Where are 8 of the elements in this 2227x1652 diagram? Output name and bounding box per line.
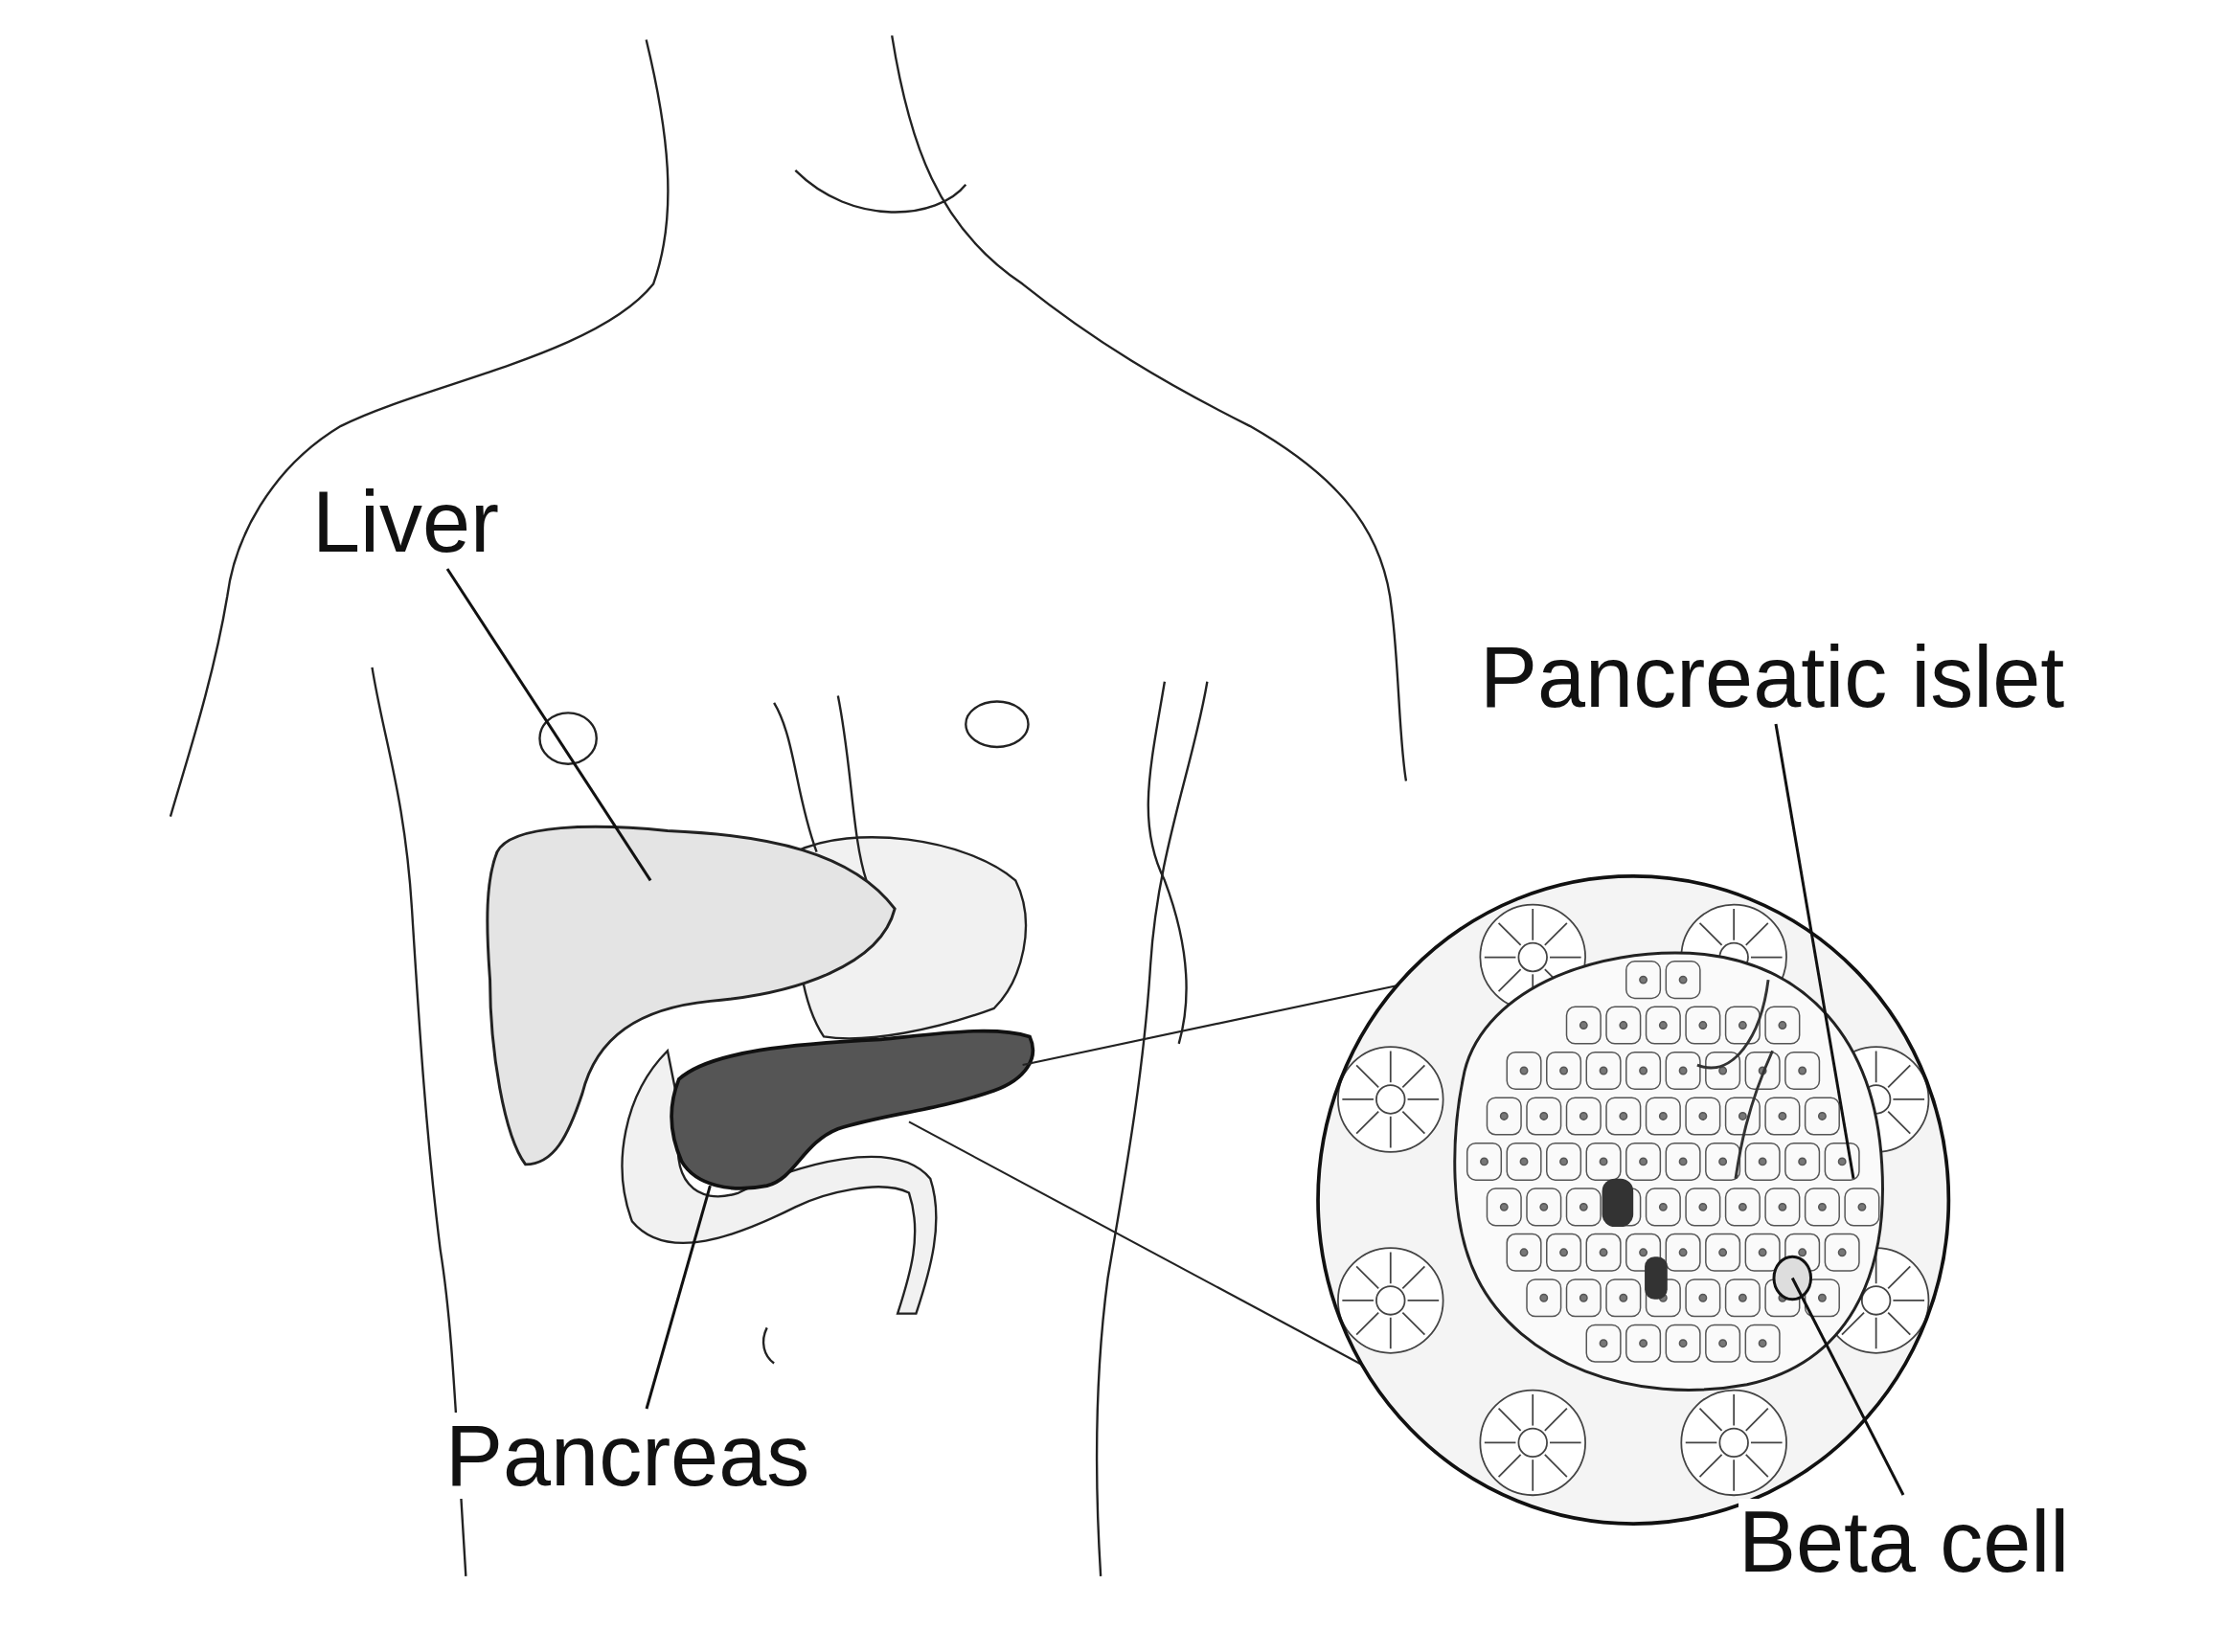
- leader-line: [1790, 1277, 1905, 1496]
- liver-drawing: [486, 825, 897, 1166]
- beta-cell-drawing: [1772, 1255, 1813, 1301]
- leader-line: [445, 568, 652, 882]
- leader-line: [645, 1185, 712, 1410]
- leader-line: [1774, 723, 1855, 1179]
- pancreatic-islet-drawing: [1453, 951, 1884, 1392]
- pancreas-drawing: [670, 1029, 1035, 1190]
